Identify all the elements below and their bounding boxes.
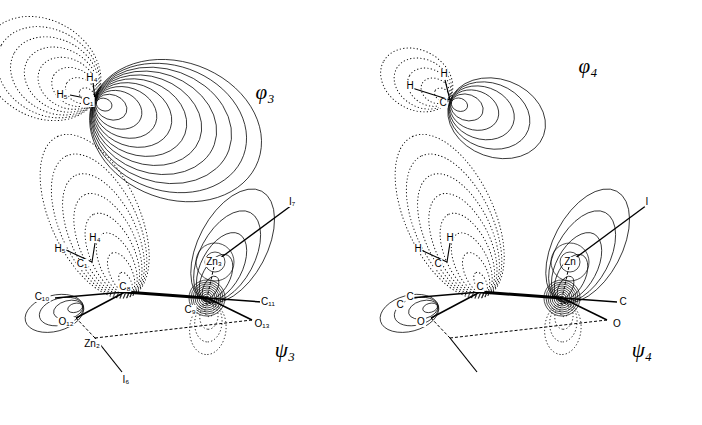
bond-line bbox=[215, 205, 292, 262]
atom-label: Zn₂ bbox=[83, 339, 101, 349]
contour-ring bbox=[560, 252, 580, 272]
positive-contour bbox=[77, 54, 231, 192]
atom-label: C₉ bbox=[183, 305, 196, 315]
atom-label: H bbox=[405, 81, 414, 91]
bond-line bbox=[562, 298, 607, 320]
bond-line bbox=[76, 292, 125, 318]
atom-label: I₇ bbox=[288, 197, 296, 207]
positive-contour bbox=[439, 71, 540, 161]
bond-line bbox=[450, 338, 477, 372]
contour-ring bbox=[205, 252, 225, 272]
bond-line bbox=[431, 292, 480, 318]
atom-label: C bbox=[475, 282, 484, 292]
atom-label: C₁ bbox=[82, 97, 95, 107]
atom-label: H bbox=[439, 69, 448, 79]
negative-contour bbox=[401, 60, 458, 114]
atom-label: H₄ bbox=[88, 233, 101, 243]
bond-line bbox=[207, 298, 252, 320]
negative-contour bbox=[88, 227, 146, 301]
atom-label: C₁ bbox=[76, 259, 89, 269]
atom-label: C₁₁ bbox=[260, 297, 276, 307]
bond-line bbox=[562, 262, 570, 298]
negative-contour bbox=[559, 303, 569, 317]
negative-contour bbox=[373, 118, 527, 315]
negative-contour bbox=[12, 34, 109, 125]
bond-line bbox=[480, 292, 562, 298]
bond-line bbox=[445, 80, 450, 100]
positive-contour bbox=[444, 83, 504, 137]
orbital-label: φ₃ bbox=[255, 82, 276, 103]
bond-line bbox=[570, 205, 647, 262]
atom-label: Zn₃ bbox=[205, 257, 223, 267]
orbital-label: φ₄ bbox=[578, 56, 599, 77]
negative-contour bbox=[387, 140, 522, 312]
negative-contour bbox=[32, 140, 167, 312]
atom-label: I bbox=[645, 197, 650, 207]
contour-ring bbox=[551, 243, 589, 281]
positive-contour bbox=[74, 48, 248, 203]
bond-line bbox=[431, 318, 450, 338]
negative-contour bbox=[0, 8, 117, 136]
negative-contour bbox=[369, 35, 464, 124]
positive-contour bbox=[84, 72, 181, 158]
negative-contour bbox=[18, 118, 172, 315]
positive-contour bbox=[69, 36, 281, 225]
atom-label: H bbox=[413, 244, 422, 254]
atom-label: C bbox=[618, 297, 627, 307]
negative-contour bbox=[0, 21, 113, 130]
negative-contour bbox=[443, 227, 501, 301]
atom-label: O bbox=[416, 317, 426, 327]
atom-label: C bbox=[405, 292, 414, 302]
atom-label: Zn bbox=[563, 257, 577, 267]
atom-label: H₅ bbox=[55, 90, 68, 100]
negative-contour bbox=[74, 205, 151, 303]
negative-contour bbox=[60, 183, 156, 306]
positive-contour bbox=[436, 64, 557, 171]
atom-label: O bbox=[612, 319, 622, 329]
negative-contour bbox=[415, 183, 511, 306]
atom-label: I₆ bbox=[122, 375, 131, 385]
atom-label: H bbox=[445, 233, 454, 243]
negative-contour bbox=[0, 0, 120, 141]
atom-label: H₄ bbox=[85, 73, 98, 83]
positive-contour bbox=[82, 66, 198, 169]
bond-line bbox=[447, 243, 450, 262]
atom-label: C bbox=[433, 259, 442, 269]
atom-label: C bbox=[438, 98, 447, 108]
positive-contour bbox=[87, 78, 164, 147]
atom-label: C₈ bbox=[118, 282, 131, 292]
bond-line bbox=[76, 318, 95, 338]
bond-line bbox=[92, 243, 95, 262]
atom-label: O₁₃ bbox=[253, 319, 270, 329]
negative-contour bbox=[429, 205, 506, 303]
atom-label: C₁₀ bbox=[34, 292, 51, 302]
bond-line bbox=[450, 320, 607, 338]
negative-contour bbox=[102, 248, 141, 297]
atom-label: H₅ bbox=[53, 244, 66, 254]
contours bbox=[0, 0, 647, 372]
atom-label: C bbox=[395, 300, 404, 310]
negative-contour bbox=[385, 48, 461, 119]
bond-line bbox=[125, 292, 207, 298]
positive-contour bbox=[442, 77, 522, 149]
negative-contour bbox=[542, 301, 583, 356]
negative-contour bbox=[204, 303, 214, 317]
contour-ring bbox=[196, 243, 234, 281]
negative-contour bbox=[457, 248, 496, 297]
bond-line bbox=[95, 320, 252, 338]
negative-contour bbox=[45, 60, 103, 115]
orbital-label: ψ₄ bbox=[631, 340, 653, 361]
orbital-label: ψ₃ bbox=[274, 340, 296, 361]
bond-line bbox=[207, 262, 215, 298]
negative-contour bbox=[401, 161, 517, 309]
negative-contour bbox=[46, 161, 162, 309]
atom-label: O₁₂ bbox=[57, 317, 74, 327]
